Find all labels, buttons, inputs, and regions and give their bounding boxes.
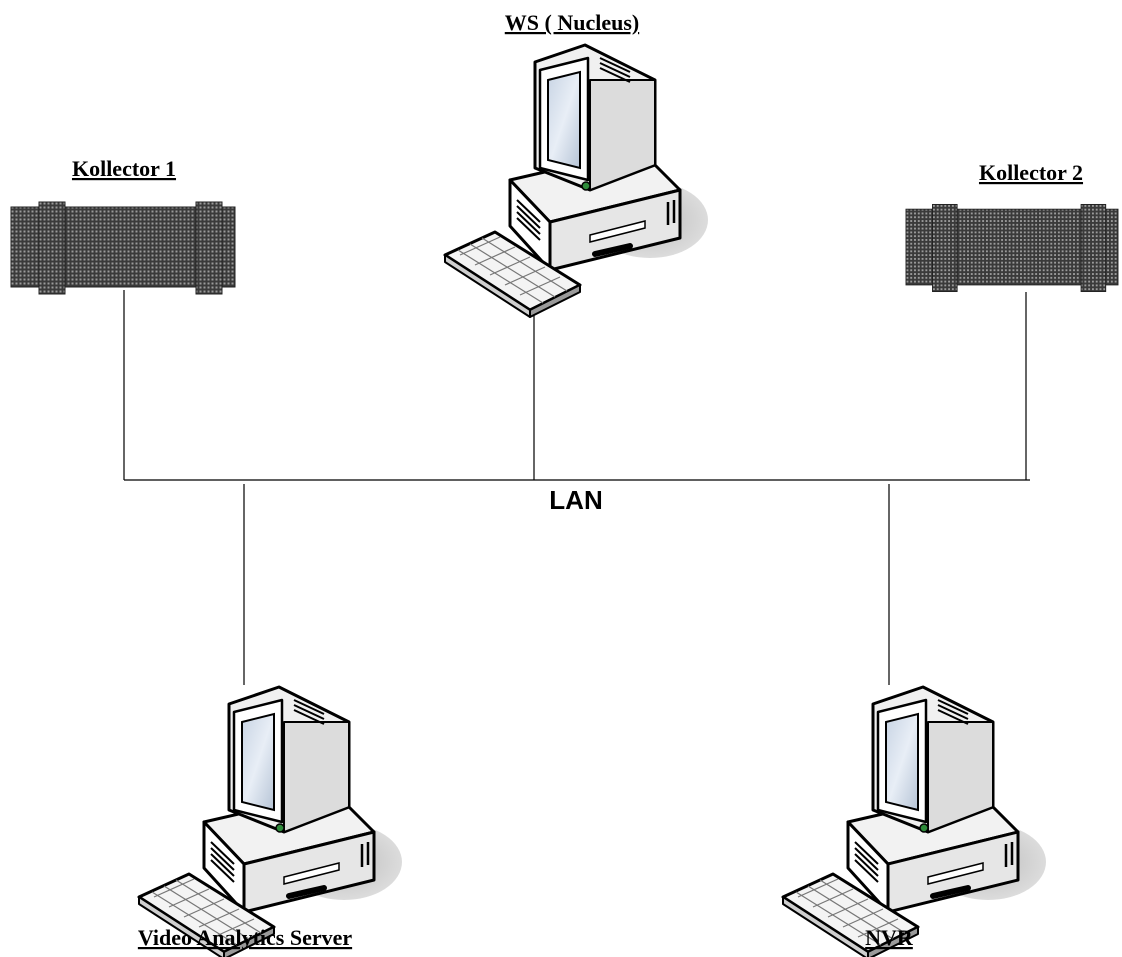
kollector1-device-icon [10,201,236,295]
lan-label: LAN [549,485,602,515]
kollector2-label: Kollector 2 [979,160,1083,185]
lan-links [123,285,1030,685]
nvr-label: NVR [865,925,914,950]
kollector2-device-icon [905,203,1119,293]
ws-computer-icon [445,45,708,317]
video-analytics-label: Video Analytics Server [138,925,352,950]
kollector1-label: Kollector 1 [72,156,176,181]
ws-label: WS ( Nucleus) [505,10,639,35]
video-analytics-computer-icon [139,687,402,957]
nvr-computer-icon [783,687,1046,957]
